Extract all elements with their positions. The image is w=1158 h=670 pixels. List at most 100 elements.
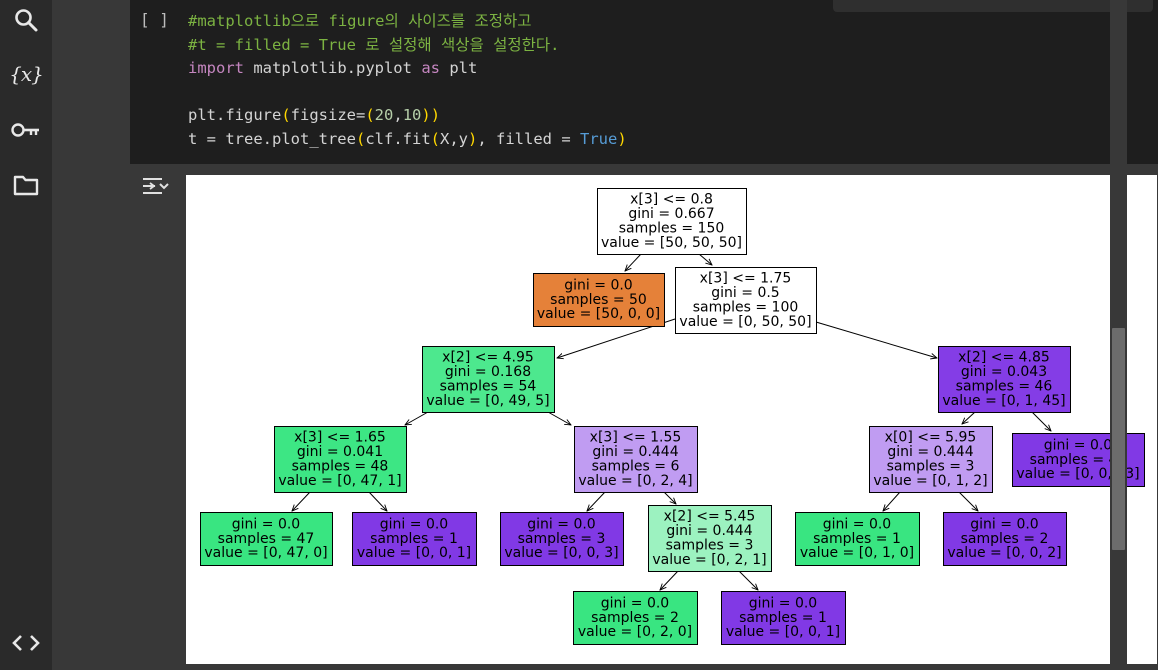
code-token: ( (365, 106, 375, 124)
tree-node-text: samples = 3 (666, 538, 754, 554)
tree-node-text: samples = 1 (739, 610, 827, 626)
tree-node-text: gini = 0.444 (592, 444, 678, 460)
code-token: True (580, 129, 618, 148)
code-token: import (188, 59, 244, 77)
tree-node-box (943, 512, 1067, 566)
code-line: plt.figure(figsize=(20,10)) (188, 104, 627, 128)
tree-edge (738, 570, 758, 590)
code-cell-editor[interactable]: #matplotlib으로 figure의 사이즈를 조정하고#t = fill… (130, 0, 1158, 164)
tree-edge (815, 321, 937, 358)
code-token: plt (439, 59, 478, 77)
tree-node-text: gini = 0.168 (445, 364, 531, 380)
tree-node-text: gini = 0.0 (601, 595, 669, 611)
tree-node-text: x[0] <= 5.95 (885, 430, 977, 446)
code-token: 20 (374, 106, 394, 124)
tree-node-text: value = [50, 0, 0] (537, 306, 660, 322)
run-cell-button[interactable]: [ ] (140, 10, 169, 29)
tree-edge (368, 491, 387, 511)
tree-node-text: gini = 0.0 (380, 516, 448, 532)
secrets-key-icon[interactable] (10, 114, 42, 146)
tree-edge (547, 411, 571, 425)
code-token: 10 (402, 106, 422, 124)
code-token: , filled = (477, 129, 580, 148)
code-token: , (393, 106, 403, 124)
tree-node-text: gini = 0.0 (970, 516, 1038, 532)
search-icon[interactable] (10, 4, 42, 36)
tree-edge (625, 253, 642, 271)
tree-node-text: gini = 0.0 (1044, 437, 1112, 453)
scrollbar-thumb[interactable] (1112, 328, 1125, 550)
left-sidebar: {x} (0, 0, 53, 670)
code-line (188, 81, 627, 105)
tree-node-text: gini = 0.444 (666, 523, 752, 539)
cell-toolbar[interactable] (833, 0, 1153, 12)
tree-edge (958, 491, 978, 511)
tree-edge (698, 253, 712, 265)
tree-edge (405, 411, 429, 425)
tree-node-text: value = [0, 2, 0] (578, 624, 692, 640)
tree-node-text: value = [0, 1, 0] (800, 545, 914, 561)
tree-node-text: gini = 0.0 (564, 277, 632, 293)
tree-node-text: value = [0, 0, 1] (357, 545, 471, 561)
tree-node-box (597, 188, 747, 255)
notebook-area: #matplotlib으로 figure의 사이즈를 조정하고#t = fill… (52, 0, 1158, 670)
tree-node-box (795, 512, 920, 566)
tree-node-box (533, 273, 665, 327)
tree-node-text: samples = 1 (370, 531, 458, 547)
tree-node-box (422, 346, 555, 413)
tree-node-text: gini = 0.0 (527, 516, 595, 532)
tree-node-text: samples = 48 (292, 459, 389, 475)
code-token: X,y (440, 129, 468, 148)
code-token: ) (468, 129, 478, 148)
tree-node-box (721, 591, 846, 645)
tree-node-box (648, 505, 772, 572)
tree-node-text: samples = 43 (1030, 452, 1127, 468)
tree-node-box (500, 512, 624, 566)
code-token: t = tree.plot_tree (188, 129, 356, 148)
code-line: #matplotlib으로 figure의 사이즈를 조정하고 (188, 10, 627, 34)
tree-node-text: x[2] <= 4.95 (442, 350, 534, 366)
code-token: ( (355, 129, 366, 148)
files-folder-icon[interactable] (10, 169, 42, 201)
tree-node-text: value = [0, 47, 0] (204, 545, 327, 561)
code-snippets-icon[interactable] (10, 627, 42, 659)
tree-node-box (574, 426, 698, 493)
tree-node-text: samples = 47 (218, 531, 315, 547)
output-toggle-icon[interactable] (140, 174, 170, 200)
tree-node-text: samples = 2 (591, 610, 679, 626)
code-token: ) (617, 129, 627, 148)
tree-edge (292, 491, 311, 511)
tree-node-text: value = [0, 2, 1] (652, 552, 766, 568)
tree-node-box (274, 426, 407, 493)
tree-node-text: value = [0, 0, 3] (504, 545, 618, 561)
tree-node-text: samples = 46 (956, 379, 1053, 395)
variables-icon[interactable]: {x} (9, 62, 44, 86)
code-text[interactable]: #matplotlib으로 figure의 사이즈를 조정하고#t = fill… (188, 10, 627, 151)
tree-node-text: samples = 100 (693, 300, 799, 316)
tree-node-text: value = [0, 47, 1] (278, 473, 401, 489)
tree-node-box (869, 426, 993, 493)
tree-node-text: gini = 0.0 (823, 516, 891, 532)
code-token: ( (281, 106, 291, 124)
code-token: plt.figure (188, 106, 282, 124)
code-token: #matplotlib으로 figure의 사이즈를 조정하고 (188, 12, 532, 30)
tree-node-text: value = [0, 0, 1] (726, 624, 840, 640)
tree-node-text: samples = 6 (592, 459, 680, 475)
tree-node-text: gini = 0.041 (297, 444, 383, 460)
tree-node-box (573, 591, 698, 645)
tree-node-text: gini = 0.5 (711, 285, 779, 301)
